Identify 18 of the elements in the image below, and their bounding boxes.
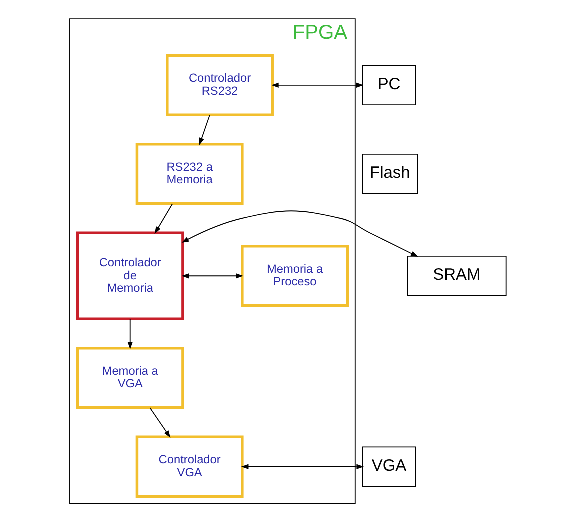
- node-box: VGA: [362, 446, 416, 487]
- arrow: [199, 114, 210, 146]
- node-box: PC: [362, 65, 416, 106]
- node-box: Flash: [362, 154, 418, 194]
- node-box: Controlador RS232: [166, 54, 274, 116]
- node-box: RS232 a Memoria: [136, 143, 244, 206]
- arrow: [241, 464, 364, 470]
- arrow: [182, 274, 244, 279]
- arrow: [272, 82, 364, 88]
- node-box: Memoria a VGA: [76, 347, 184, 410]
- node-box: Memoria a Proceso: [241, 245, 349, 308]
- node-box: Controlador de Memoria: [76, 232, 184, 320]
- arrow: [154, 204, 174, 234]
- arrow: [182, 210, 418, 258]
- arrow: [128, 318, 133, 350]
- arrow: [150, 408, 171, 438]
- node-box: SRAM: [407, 256, 507, 296]
- node-box: Controlador VGA: [136, 436, 244, 498]
